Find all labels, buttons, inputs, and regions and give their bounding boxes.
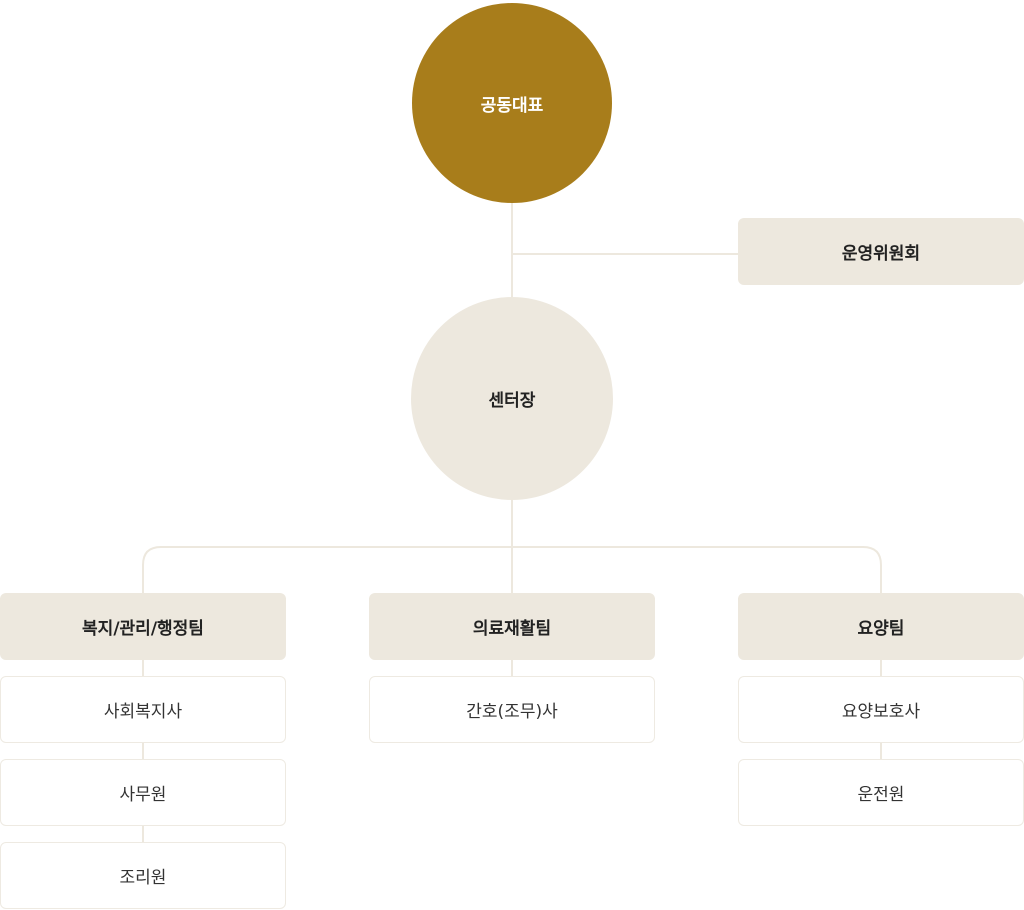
team-label: 복지/관리/행정팀 [82, 619, 204, 639]
director-node: 센터장 [411, 297, 613, 500]
team-medical: 의료재활팀 [369, 593, 655, 660]
director-label: 센터장 [488, 391, 536, 411]
member-node: 운전원 [738, 759, 1024, 826]
ceo-node: 공동대표 [412, 3, 612, 203]
member-node: 사무원 [0, 759, 286, 826]
ceo-label: 공동대표 [480, 95, 544, 116]
member-node: 조리원 [0, 842, 286, 909]
member-node: 요양보호사 [738, 676, 1024, 743]
member-label: 사회복지사 [103, 702, 183, 722]
team-label: 요양팀 [857, 619, 905, 639]
member-label: 사무원 [119, 785, 167, 805]
member-label: 간호(조무)사 [466, 702, 558, 722]
member-node: 간호(조무)사 [369, 676, 655, 743]
member-label: 운전원 [857, 785, 905, 805]
member-label: 요양보호사 [841, 702, 921, 722]
team-care: 요양팀 [738, 593, 1024, 660]
committee-label: 운영위원회 [841, 244, 921, 264]
committee-node: 운영위원회 [738, 218, 1024, 285]
member-label: 조리원 [119, 868, 167, 888]
team-label: 의료재활팀 [472, 619, 552, 639]
team-welfare: 복지/관리/행정팀 [0, 593, 286, 660]
member-node: 사회복지사 [0, 676, 286, 743]
